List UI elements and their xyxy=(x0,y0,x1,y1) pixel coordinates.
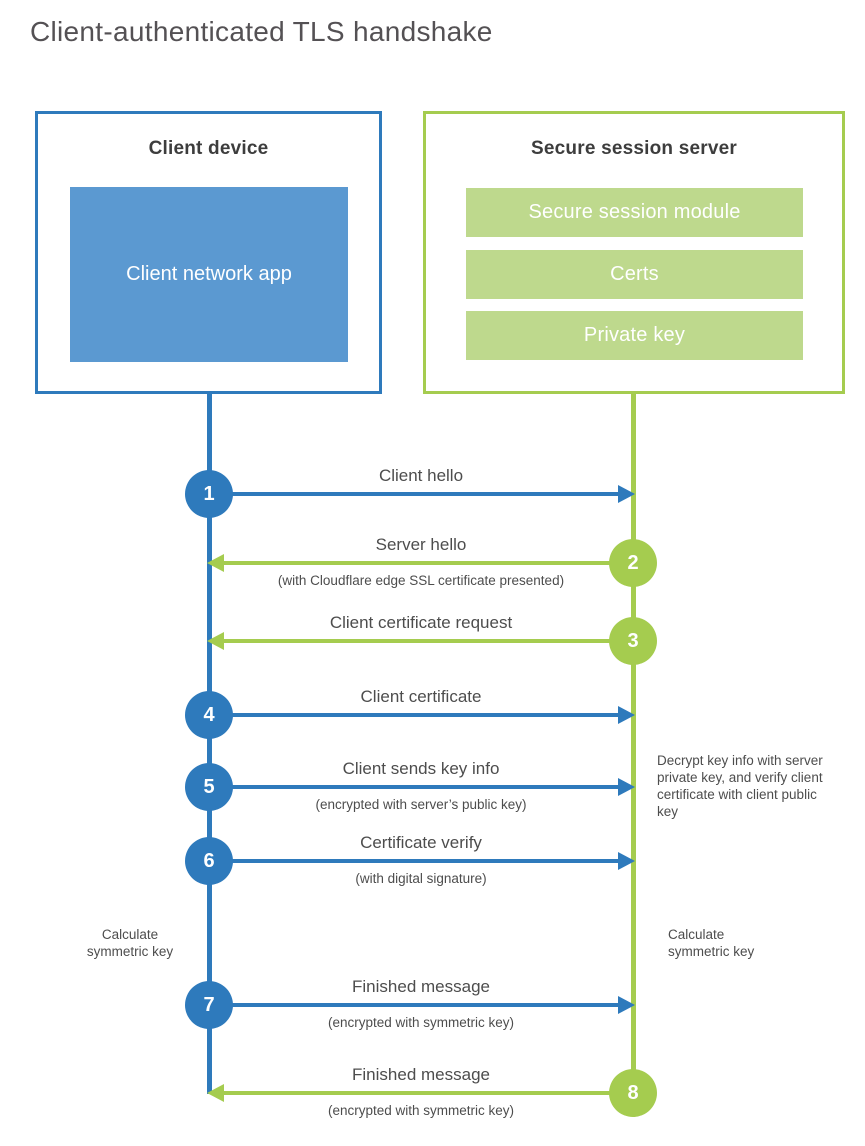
client-device-box: Client device Client network app xyxy=(35,111,382,394)
step-4-label: Client certificate xyxy=(360,687,482,706)
client-network-app-box: Client network app xyxy=(70,187,348,362)
arrow-left-icon xyxy=(207,554,224,572)
secure-session-server-title: Secure session server xyxy=(531,138,737,159)
calculate-symmetric-key-server-note: Calculate symmetric key xyxy=(668,927,755,959)
step-1-label: Client hello xyxy=(378,466,464,485)
step-5-badge: 5 xyxy=(185,763,233,811)
step-2-badge: 2 xyxy=(609,539,657,587)
step-5-sublabel: (encrypted with server’s public key) xyxy=(315,797,527,812)
server-module-private-key: Private key xyxy=(466,311,803,360)
secure-session-server-box: Secure session server Secure session mod… xyxy=(423,111,845,394)
step-2-label: Server hello xyxy=(375,535,467,554)
step-6-sublabel: (with digital signature) xyxy=(355,871,487,886)
server-module-secure-session: Secure session module xyxy=(466,188,803,237)
step-8-line xyxy=(215,1091,633,1095)
step-8-label: Finished message xyxy=(352,1065,490,1084)
client-lifeline xyxy=(207,394,212,1094)
step-7-label: Finished message xyxy=(352,977,490,996)
page-title: Client-authenticated TLS handshake xyxy=(30,16,493,47)
step-4-line xyxy=(209,713,627,717)
step-6-line xyxy=(209,859,627,863)
step-8-sublabel: (encrypted with symmetric key) xyxy=(327,1103,515,1118)
step-3-badge: 3 xyxy=(609,617,657,665)
step-7-line xyxy=(209,1003,627,1007)
step-1-line xyxy=(209,492,627,496)
client-network-app-label: Client network app xyxy=(126,263,292,285)
step-1-badge: 1 xyxy=(185,470,233,518)
calculate-symmetric-key-client-note: Calculate symmetric key xyxy=(86,927,174,959)
step-6-label: Certificate verify xyxy=(360,833,482,852)
arrow-left-icon xyxy=(207,1084,224,1102)
decrypt-key-info-note: Decrypt key info with server private key… xyxy=(657,753,823,819)
step-6-badge: 6 xyxy=(185,837,233,885)
arrow-right-icon xyxy=(618,706,635,724)
step-2-line xyxy=(215,561,633,565)
step-7-sublabel: (encrypted with symmetric key) xyxy=(327,1015,515,1030)
arrow-right-icon xyxy=(618,485,635,503)
step-8-badge: 8 xyxy=(609,1069,657,1117)
step-5-line xyxy=(209,785,627,789)
arrow-right-icon xyxy=(618,778,635,796)
step-5-label: Client sends key info xyxy=(342,759,500,778)
server-module-certs: Certs xyxy=(466,250,803,299)
step-2-sublabel: (with Cloudflare edge SSL certificate pr… xyxy=(277,573,565,588)
step-7-badge: 7 xyxy=(185,981,233,1029)
arrow-left-icon xyxy=(207,632,224,650)
step-3-label: Client certificate request xyxy=(329,613,513,632)
server-lifeline xyxy=(631,394,636,1094)
arrow-right-icon xyxy=(618,852,635,870)
arrow-right-icon xyxy=(618,996,635,1014)
step-4-badge: 4 xyxy=(185,691,233,739)
step-3-line xyxy=(215,639,633,643)
client-device-title: Client device xyxy=(148,138,269,159)
